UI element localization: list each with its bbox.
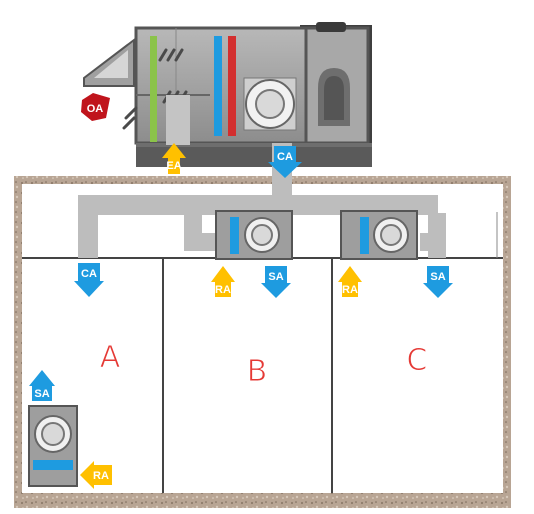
supply-air-arrow-c: SA bbox=[423, 266, 453, 298]
floor-fan-coil-unit-a bbox=[28, 405, 78, 487]
room-label-c: C bbox=[407, 343, 428, 378]
blue-coil bbox=[214, 36, 222, 136]
ea-label: EA bbox=[166, 160, 181, 172]
exhaust-air-arrow: EA bbox=[162, 143, 186, 174]
oa-label: OA bbox=[87, 103, 104, 115]
return-air-arrow-a: RA bbox=[80, 461, 112, 489]
room-label-b: B bbox=[247, 354, 268, 389]
outdoor-air-tag: OA bbox=[81, 93, 110, 121]
sa-label-b: SA bbox=[268, 271, 283, 283]
fan-coil-unit-b bbox=[215, 210, 293, 260]
fan-coil-unit-c bbox=[340, 210, 418, 260]
room-label-a: A bbox=[100, 340, 121, 375]
red-coil bbox=[228, 36, 236, 136]
sa-label-c: SA bbox=[430, 271, 445, 283]
ca-label-a: CA bbox=[81, 268, 97, 280]
green-coil bbox=[150, 36, 157, 142]
conditioned-air-arrow-unit: CA bbox=[268, 146, 302, 178]
supply-fan-icon bbox=[243, 77, 297, 131]
ra-label-a: RA bbox=[93, 470, 109, 482]
ra-label-c: RA bbox=[342, 284, 358, 296]
return-air-arrow-c: RA bbox=[338, 266, 362, 297]
rooftop-air-handling-unit bbox=[83, 22, 372, 167]
return-air-arrow-b: RA bbox=[211, 266, 235, 297]
supply-air-arrow-a: SA bbox=[29, 370, 55, 401]
supply-air-arrow-b: SA bbox=[261, 266, 291, 298]
ra-label-b: RA bbox=[215, 284, 231, 296]
sa-label-a: SA bbox=[34, 388, 49, 400]
ca-label-unit: CA bbox=[277, 151, 293, 163]
conditioned-air-arrow-a: CA bbox=[74, 263, 104, 297]
